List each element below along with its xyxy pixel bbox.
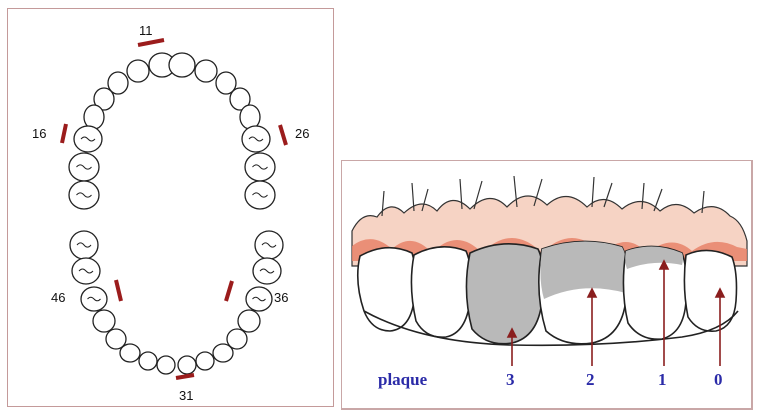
- grade-label-3: 3: [506, 370, 515, 389]
- lower-tooth-left-6: [120, 344, 140, 362]
- plaque-label: plaque: [378, 370, 428, 389]
- marker-46: [116, 280, 121, 301]
- upper-tooth-left-8: [69, 181, 99, 209]
- tooth-far-left: [358, 248, 416, 331]
- upper-tooth-left-7: [69, 153, 99, 181]
- label-tooth-26: 26: [295, 126, 309, 141]
- lower-tooth-right-6: [213, 344, 233, 362]
- lower-tooth-left-3: [81, 287, 107, 311]
- upper-arch: [69, 53, 275, 209]
- grade-label-2: 2: [586, 370, 595, 389]
- lower-tooth-right-3: [246, 287, 272, 311]
- tooth-grade-3: [466, 244, 543, 344]
- lower-arch: [70, 231, 283, 374]
- lower-tooth-right-4: [238, 310, 260, 332]
- lower-tooth-right-8: [178, 356, 196, 374]
- teeth-row: [358, 241, 738, 345]
- lower-tooth-left-1: [70, 231, 98, 259]
- lower-tooth-right-7: [196, 352, 214, 370]
- plaque-index-diagram: plaque 3 2 1 0: [342, 161, 752, 409]
- plaque-index-panel: plaque 3 2 1 0: [341, 160, 753, 410]
- label-tooth-31: 31: [179, 388, 193, 403]
- dental-arch-diagram: 11 16 26 46 36 31: [8, 9, 333, 406]
- lower-tooth-left-2: [72, 258, 100, 284]
- dental-arch-panel: 11 16 26 46 36 31: [7, 8, 334, 407]
- upper-tooth-right-2: [195, 60, 217, 82]
- upper-tooth-left-6: [74, 126, 102, 152]
- label-tooth-46: 46: [51, 290, 65, 305]
- upper-tooth-left-2: [127, 60, 149, 82]
- grade-label-1: 1: [658, 370, 667, 389]
- tooth-left-lateral: [411, 247, 471, 337]
- upper-tooth-right-7: [245, 153, 275, 181]
- lower-tooth-left-7: [139, 352, 157, 370]
- marker-26: [280, 125, 286, 145]
- lower-tooth-left-8: [157, 356, 175, 374]
- upper-tooth-right-6: [242, 126, 270, 152]
- label-tooth-36: 36: [274, 290, 288, 305]
- marker-36: [226, 281, 232, 301]
- label-tooth-11: 11: [139, 23, 153, 38]
- marker-11: [138, 40, 164, 45]
- lower-tooth-right-1: [255, 231, 283, 259]
- upper-tooth-right-1: [169, 53, 195, 77]
- marker-31: [176, 375, 194, 378]
- upper-tooth-right-8: [245, 181, 275, 209]
- lower-tooth-left-4: [93, 310, 115, 332]
- lower-tooth-right-2: [253, 258, 281, 284]
- grade-label-0: 0: [714, 370, 723, 389]
- label-tooth-16: 16: [32, 126, 46, 141]
- marker-16: [62, 124, 66, 143]
